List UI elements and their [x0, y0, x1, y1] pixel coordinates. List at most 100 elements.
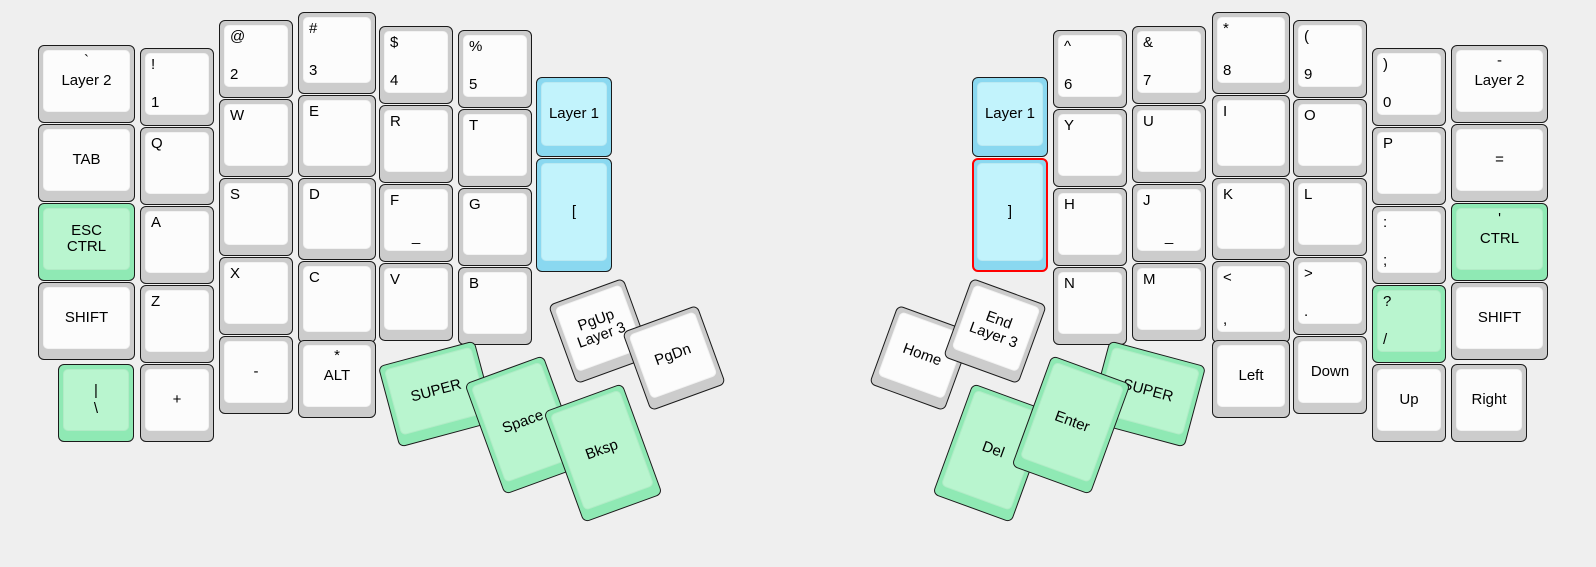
legend-center: Layer 1	[548, 105, 600, 123]
key-minus-left[interactable]: -	[219, 336, 293, 414]
key-face: Right	[1456, 369, 1522, 431]
legend-top-left: >	[1304, 265, 1313, 282]
key-layer1-left[interactable]: Layer 1	[536, 77, 612, 157]
key-bracket-right[interactable]: ]	[972, 158, 1048, 272]
key-face: Enter	[1019, 361, 1125, 483]
key-n[interactable]: N	[1053, 267, 1127, 345]
legend-bottom-left: ,	[1223, 311, 1228, 329]
key-m[interactable]: M	[1132, 263, 1206, 341]
key-s[interactable]: S	[219, 178, 293, 256]
key-pipe-backslash[interactable]: |\	[58, 364, 134, 442]
key-face: @2	[224, 25, 288, 87]
key-face: #3	[303, 17, 371, 83]
key-comma[interactable]: <,	[1212, 261, 1290, 343]
legend-top-left: F	[390, 192, 400, 209]
key-face: Z	[145, 290, 209, 352]
key-7[interactable]: &7	[1132, 26, 1206, 104]
key-1[interactable]: !1	[140, 48, 214, 126]
key-shift-left[interactable]: SHIFT	[38, 282, 135, 360]
key-j[interactable]: J_	[1132, 184, 1206, 262]
key-f[interactable]: F_	[379, 184, 453, 262]
key-face: ]	[977, 163, 1043, 261]
key-face: (9	[1298, 25, 1362, 87]
key-o[interactable]: O	[1293, 99, 1367, 177]
key-face: -	[224, 341, 288, 403]
key-d[interactable]: D	[298, 178, 376, 260]
legend-top-center: '	[1498, 210, 1501, 227]
key-shift-right[interactable]: SHIFT	[1451, 282, 1548, 360]
key-face: Bksp	[549, 389, 655, 511]
legend-top-left: I	[1223, 103, 1228, 120]
key-e[interactable]: E	[298, 95, 376, 177]
key-up[interactable]: Up	[1372, 364, 1446, 442]
key-quote-ctrl[interactable]: 'CTRL	[1451, 203, 1548, 281]
key-k[interactable]: K	[1212, 178, 1290, 260]
key-layer2-backtick[interactable]: `Layer 2	[38, 45, 135, 123]
key-t[interactable]: T	[458, 109, 532, 187]
key-minus-layer2[interactable]: -Layer 2	[1451, 45, 1548, 123]
key-8[interactable]: *8	[1212, 12, 1290, 94]
legend-top-left: (	[1304, 28, 1309, 45]
key-c[interactable]: C	[298, 261, 376, 343]
key-y[interactable]: Y	[1053, 109, 1127, 187]
legend-center: Enter	[1052, 407, 1092, 436]
legend-bottom-left: 4	[390, 72, 399, 90]
key-w[interactable]: W	[219, 99, 293, 177]
key-right[interactable]: Right	[1451, 364, 1527, 442]
legend-top-left: Z	[151, 293, 161, 310]
key-5[interactable]: %5	[458, 30, 532, 108]
key-down[interactable]: Down	[1293, 336, 1367, 414]
legend-bottom-left: 8	[1223, 62, 1232, 80]
key-4[interactable]: $4	[379, 26, 453, 104]
key-period[interactable]: >.	[1293, 257, 1367, 335]
key-6[interactable]: ^6	[1053, 30, 1127, 108]
key-g[interactable]: G	[458, 188, 532, 266]
key-face: [	[541, 163, 607, 261]
key-x[interactable]: X	[219, 257, 293, 335]
key-v[interactable]: V	[379, 263, 453, 341]
legend-center: TAB	[72, 151, 101, 169]
key-q[interactable]: Q	[140, 127, 214, 205]
key-3[interactable]: #3	[298, 12, 376, 94]
legend-top-left: %	[469, 38, 483, 55]
key-tab[interactable]: TAB	[38, 124, 135, 202]
key-face: Up	[1377, 369, 1441, 431]
legend-top-left: Y	[1064, 117, 1075, 134]
legend-top-left: C	[309, 269, 320, 286]
key-i[interactable]: I	[1212, 95, 1290, 177]
key-u[interactable]: U	[1132, 105, 1206, 183]
key-plus[interactable]: +	[140, 364, 214, 442]
key-b[interactable]: B	[458, 267, 532, 345]
key-2[interactable]: @2	[219, 20, 293, 98]
key-alt[interactable]: *ALT	[298, 340, 376, 418]
key-face: D	[303, 183, 371, 249]
legend-center: =	[1495, 151, 1504, 169]
key-face: U	[1137, 110, 1201, 172]
legend-center: Left	[1238, 367, 1264, 385]
key-r[interactable]: R	[379, 105, 453, 183]
key-semicolon[interactable]: :;	[1372, 206, 1446, 284]
key-l[interactable]: L	[1293, 178, 1367, 256]
key-0[interactable]: )0	[1372, 48, 1446, 126]
key-9[interactable]: (9	[1293, 20, 1367, 98]
legend-center-left-stack: |\	[63, 369, 129, 431]
key-bracket-left[interactable]: [	[536, 158, 612, 272]
key-left[interactable]: Left	[1212, 340, 1290, 418]
legend-top-left: Q	[151, 135, 163, 152]
key-z[interactable]: Z	[140, 285, 214, 363]
key-face: A	[145, 211, 209, 273]
legend-top-left: <	[1223, 269, 1232, 286]
key-h[interactable]: H	[1053, 188, 1127, 266]
key-layer1-right[interactable]: Layer 1	[972, 77, 1048, 157]
key-a[interactable]: A	[140, 206, 214, 284]
legend-center: SHIFT	[64, 309, 109, 327]
key-p[interactable]: P	[1372, 127, 1446, 205]
key-slash[interactable]: ?/	[1372, 285, 1446, 363]
legend-top-left: J	[1143, 192, 1151, 209]
key-equal[interactable]: =	[1451, 124, 1548, 202]
key-bksp[interactable]: Bksp	[543, 383, 663, 523]
key-face: T	[463, 114, 527, 176]
